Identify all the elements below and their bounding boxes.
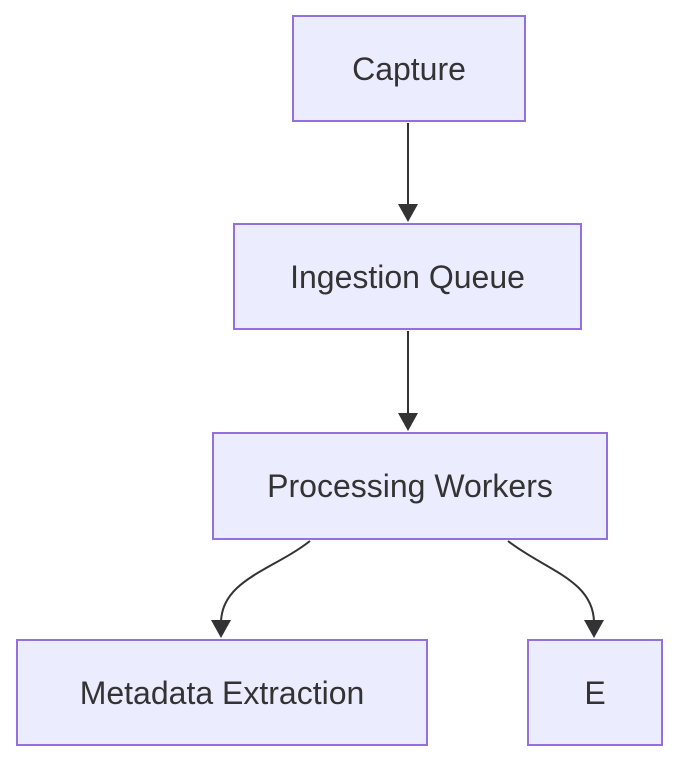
node-e-label: E <box>584 674 606 711</box>
node-capture-label: Capture <box>352 50 466 87</box>
edge-processing-workers-to-metadata-extraction <box>220 540 311 624</box>
arrowhead-down-icon <box>398 413 418 431</box>
node-capture: Capture <box>292 15 526 122</box>
node-ingestion-queue-label: Ingestion Queue <box>290 258 525 295</box>
node-ingestion-queue: Ingestion Queue <box>233 223 582 330</box>
node-metadata-extraction: Metadata Extraction <box>16 639 428 746</box>
arrowhead-down-icon <box>398 204 418 222</box>
node-processing-workers: Processing Workers <box>212 432 608 540</box>
node-processing-workers-label: Processing Workers <box>267 468 553 504</box>
arrowhead-down-icon <box>584 620 604 638</box>
node-e: E <box>527 639 663 746</box>
edge-processing-workers-to-e <box>507 540 595 624</box>
arrowhead-down-icon <box>211 620 231 638</box>
node-metadata-extraction-label: Metadata Extraction <box>79 674 365 711</box>
